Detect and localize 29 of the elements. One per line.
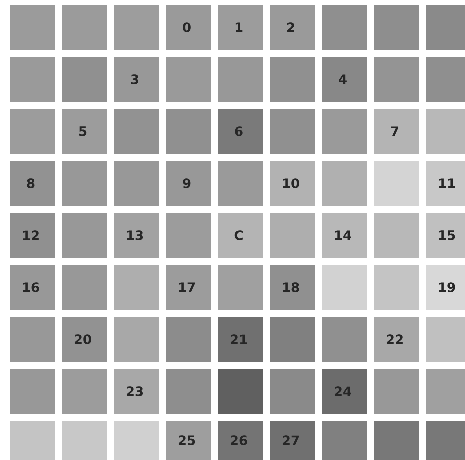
grid-cell: 0	[166, 5, 211, 50]
grid-cell: 8	[10, 161, 55, 206]
grid-cell: 26	[218, 421, 263, 460]
grid-cell: 19	[426, 265, 465, 310]
grid-cell: 7	[374, 109, 419, 154]
grid-cell: C	[218, 213, 263, 258]
grid-cell: 13	[114, 213, 159, 258]
grid-cell: 25	[166, 421, 211, 460]
grid-cell: 2	[270, 5, 315, 50]
grid-cell: 17	[166, 265, 211, 310]
grid-cell: 27	[270, 421, 315, 460]
grid-cell: 6	[218, 109, 263, 154]
grid-cell: 16	[10, 265, 55, 310]
grid-cell: 14	[322, 213, 367, 258]
grid-cell: 23	[114, 369, 159, 414]
grid-cell: 24	[322, 369, 367, 414]
grid-cell: 20	[62, 317, 107, 362]
grid-cell: 4	[322, 57, 367, 102]
grid-cell: 21	[218, 317, 263, 362]
grid-cell: 3	[114, 57, 159, 102]
grid-cell: 18	[270, 265, 315, 310]
grid-cell: 12	[10, 213, 55, 258]
grid-cell: 9	[166, 161, 211, 206]
grid-cell: 5	[62, 109, 107, 154]
grid-cell: 22	[374, 317, 419, 362]
grid-cell: 15	[426, 213, 465, 258]
grid-cell: 10	[270, 161, 315, 206]
grid-cell: 11	[426, 161, 465, 206]
grid-cell: 1	[218, 5, 263, 50]
